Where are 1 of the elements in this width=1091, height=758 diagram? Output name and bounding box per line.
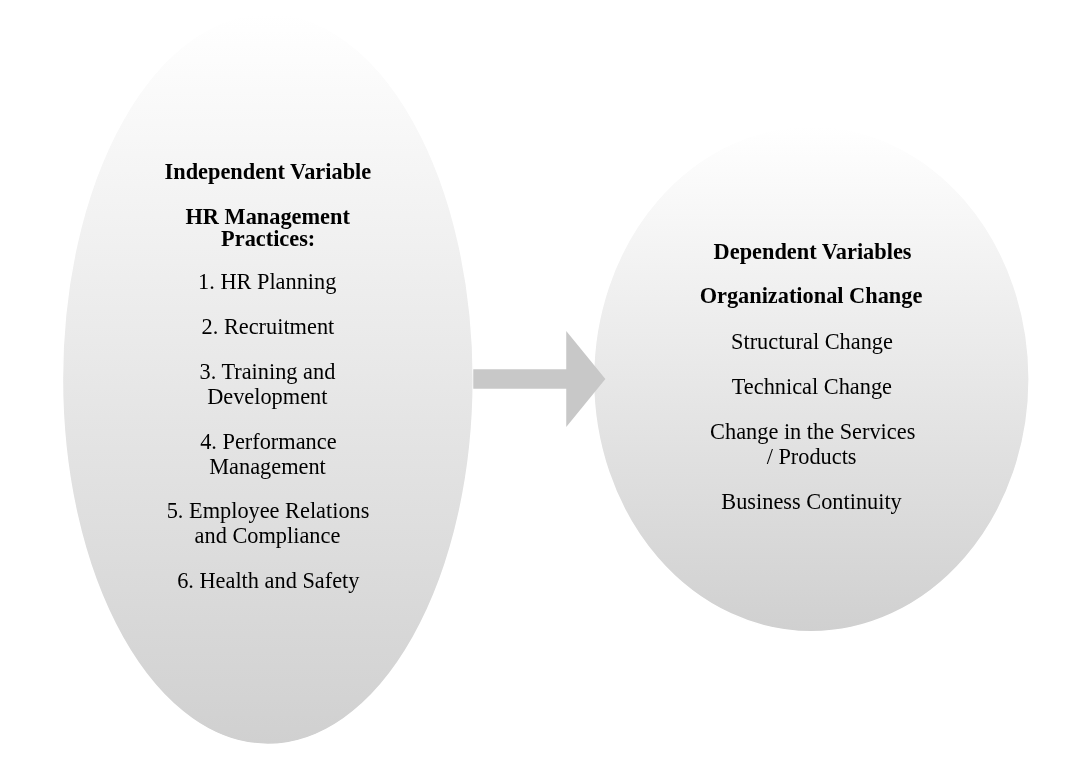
arrow: [472, 331, 605, 427]
